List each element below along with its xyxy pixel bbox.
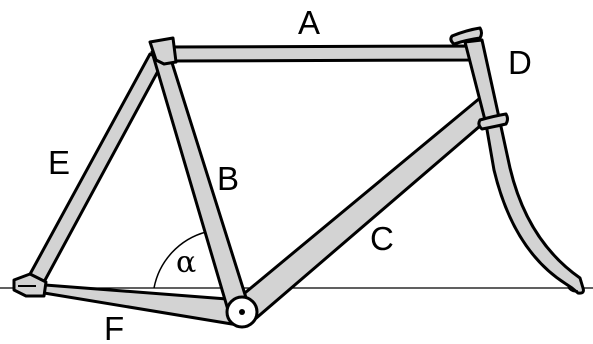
front-fork	[484, 120, 585, 295]
label-down-tube: C	[370, 220, 394, 257]
label-top-tube: A	[298, 4, 320, 41]
lower-headset	[477, 112, 509, 131]
label-seat-tube: B	[217, 160, 239, 197]
chain-stay-tube	[30, 282, 246, 328]
angle-arc	[153, 231, 207, 289]
upper-headset	[449, 26, 483, 46]
label-angle-alpha: α	[176, 245, 196, 280]
fork-dropout	[567, 286, 579, 293]
top-tube	[163, 44, 472, 63]
label-seat-stay: E	[48, 144, 70, 181]
seat-cluster	[148, 36, 178, 66]
label-chain-stay: F	[104, 310, 124, 344]
down-tube	[232, 96, 496, 322]
label-head-tube: D	[508, 44, 532, 81]
bottom-bracket-center	[239, 309, 245, 315]
